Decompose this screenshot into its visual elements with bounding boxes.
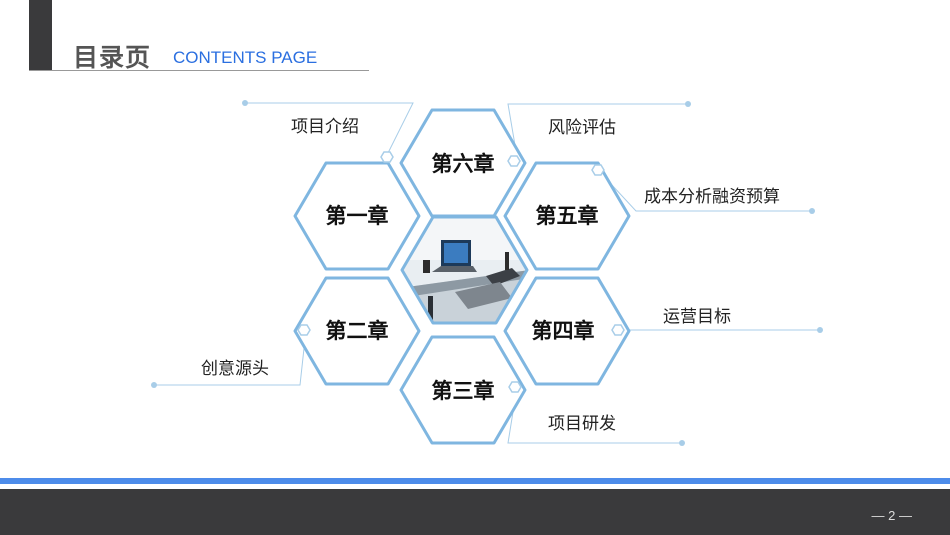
- connector-intro: [245, 102, 414, 158]
- topic-rnd: 项目研发: [548, 414, 616, 434]
- title-underline: [29, 70, 369, 71]
- chapter-6-label[interactable]: 第六章: [431, 152, 495, 176]
- connector-risk: [507, 103, 688, 158]
- topic-goals: 运营目标: [663, 307, 731, 327]
- topic-risk: 风险评估: [548, 118, 616, 138]
- chapter-2-label[interactable]: 第二章: [325, 319, 389, 343]
- page-number: — 2 —: [871, 508, 912, 523]
- hex-chapter-3: [399, 335, 527, 445]
- header-accent-bar: [29, 0, 52, 70]
- center-photo: [402, 217, 527, 323]
- page-subtitle: CONTENTS PAGE: [173, 48, 318, 67]
- topic-budget: 成本分析融资预算: [644, 187, 780, 207]
- page-title: 目录页: [73, 43, 152, 72]
- chapter-1-label[interactable]: 第一章: [325, 204, 389, 228]
- hex-chapter-4: [503, 276, 631, 386]
- chapter-3-label[interactable]: 第三章: [431, 379, 495, 403]
- hex-chapter-2: [293, 276, 421, 386]
- chapter-4-label[interactable]: 第四章: [531, 319, 595, 343]
- topic-intro: 项目介绍: [291, 117, 359, 137]
- chapter-5-label[interactable]: 第五章: [535, 204, 599, 228]
- hex-chapter-5: [503, 161, 631, 271]
- footer-accent-band: [0, 478, 950, 484]
- topic-creative: 创意源头: [201, 359, 269, 379]
- footer-bar: [0, 489, 950, 535]
- hex-chapter-1: [293, 161, 421, 271]
